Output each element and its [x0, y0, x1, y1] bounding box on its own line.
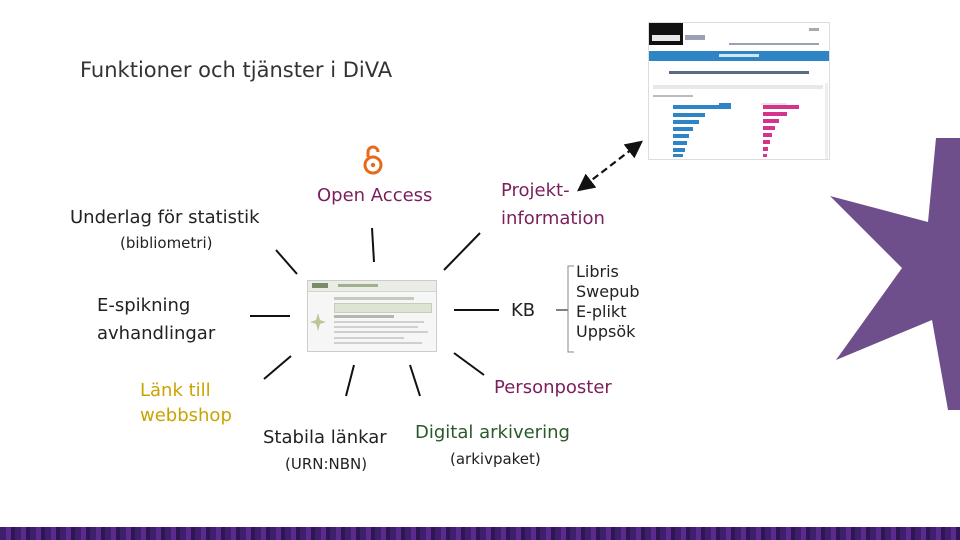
kb-list-item: E-plikt	[576, 302, 627, 321]
node-statistik-sub: (bibliometri)	[120, 234, 213, 252]
node-stabila: Stabila länkar	[263, 427, 387, 448]
node-lank-line1: Länk till	[140, 380, 211, 401]
ray-open-access	[371, 227, 375, 263]
node-projekt-line1: Projekt-	[501, 180, 570, 201]
node-lank-line2: webbshop	[140, 405, 232, 426]
kb-bracket	[567, 265, 574, 353]
bottom-decorative-band	[0, 527, 960, 540]
node-arkivering-sub: (arkivpaket)	[450, 450, 541, 468]
ray-statistik	[275, 249, 298, 275]
slide-title: Funktioner och tjänster i DiVA	[80, 58, 393, 82]
kb-list: Libris Swepub E-plikt Uppsök	[576, 262, 640, 342]
dashed-arrow-projekt	[577, 140, 643, 192]
diva-screenshot-thumbnail	[307, 280, 437, 352]
node-espikning-line1: E-spikning	[97, 295, 191, 316]
ray-arkivering	[409, 364, 421, 397]
open-lock-icon	[363, 145, 383, 175]
ray-personposter	[453, 352, 485, 376]
statistics-screenshot-thumbnail	[648, 22, 830, 160]
kb-list-item: Libris	[576, 262, 619, 281]
node-open-access: Open Access	[317, 185, 433, 206]
star-logo-icon	[310, 313, 326, 331]
node-kb: KB	[511, 300, 536, 321]
kb-list-item: Uppsök	[576, 322, 636, 341]
node-stabila-sub: (URN:NBN)	[285, 455, 368, 473]
node-arkivering: Digital arkivering	[415, 422, 570, 443]
node-statistik: Underlag för statistik	[70, 207, 260, 228]
ray-lank	[263, 355, 292, 380]
node-personposter: Personposter	[494, 377, 612, 398]
kb-list-item: Swepub	[576, 282, 640, 301]
ray-projekt	[443, 232, 481, 271]
node-projekt-line2: information	[501, 208, 605, 229]
brand-star-decoration	[830, 138, 960, 410]
node-espikning-line2: avhandlingar	[97, 323, 216, 344]
ray-stabila	[345, 364, 355, 397]
